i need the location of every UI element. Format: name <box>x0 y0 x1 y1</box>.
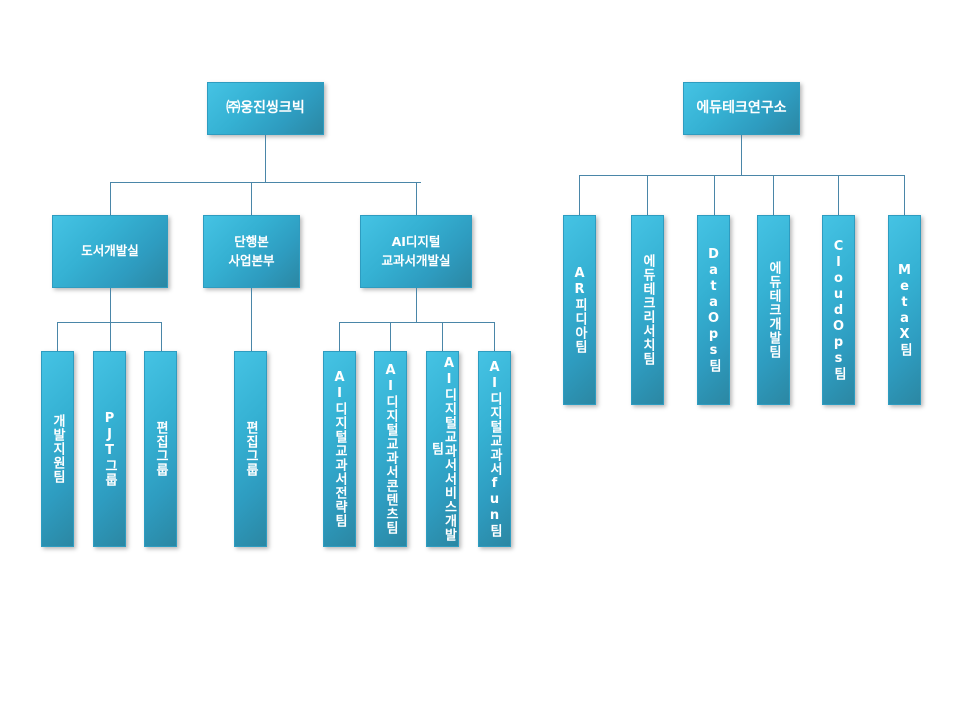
node-label: PJT그룹 <box>102 411 117 487</box>
connector-drop-t5 <box>339 322 340 351</box>
node-label-line1: 도서개발실 <box>81 243 139 259</box>
node-label: CloudOps팀 <box>831 239 846 381</box>
connector-drop-r1 <box>579 175 580 215</box>
node-label: AI디지털교과서전략팀 <box>332 370 347 528</box>
connector-edutech-root-stem <box>741 135 742 175</box>
node-team-dataops[interactable]: DataOps팀 <box>697 215 730 405</box>
connector-drop-t3 <box>161 322 162 351</box>
node-team-edutech-dev[interactable]: 에듀테크개발팀 <box>757 215 790 405</box>
node-label-line2: 사업본부 <box>228 252 275 268</box>
connector-drop-div1 <box>110 182 111 215</box>
node-team-cloudops[interactable]: CloudOps팀 <box>822 215 855 405</box>
node-label: AI디지털교과서fun팀 <box>487 360 502 538</box>
connector-drop-div2 <box>251 182 252 215</box>
connector-edutech-bus <box>579 175 904 176</box>
node-team-metax[interactable]: MetaX팀 <box>888 215 921 405</box>
node-team-edutech-research[interactable]: 에듀테크리서치팀 <box>631 215 664 405</box>
node-label-line1: AI디지털 <box>391 234 441 250</box>
connector-ai-stem <box>416 288 417 322</box>
node-team-ai-strategy[interactable]: AI디지털교과서전략팀 <box>323 351 356 547</box>
node-division-doseo[interactable]: 도서개발실 <box>52 215 168 288</box>
node-label-line1: 단행본 <box>234 234 269 250</box>
node-team-ar-pedia[interactable]: AR피디아팀 <box>563 215 596 405</box>
node-division-danhaengbon[interactable]: 단행본 사업본부 <box>203 215 300 288</box>
node-label-line1: 에듀테크연구소 <box>696 100 787 117</box>
node-team-ai-fun[interactable]: AI디지털교과서fun팀 <box>478 351 511 547</box>
connector-drop-t2 <box>110 322 111 351</box>
node-label: AR피디아팀 <box>572 266 587 354</box>
node-label: 편집그룹 <box>243 421 258 477</box>
node-team-ai-contents[interactable]: AI디지털교과서콘텐츠팀 <box>374 351 407 547</box>
connector-woongjin-bus <box>110 182 421 183</box>
connector-drop-t8 <box>494 322 495 351</box>
node-label: AI디지털교과서서비스개발팀 <box>428 356 457 542</box>
node-label: 개발지원팀 <box>50 414 65 484</box>
node-label: MetaX팀 <box>897 263 912 357</box>
connector-ai-bus <box>339 322 494 323</box>
connector-doseo-stem <box>110 288 111 322</box>
connector-woongjin-root-stem <box>265 135 266 182</box>
connector-drop-r4 <box>773 175 774 215</box>
node-team-pyeonjip-group-1[interactable]: 편집그룹 <box>144 351 177 547</box>
connector-drop-t1 <box>57 322 58 351</box>
node-edutech-root[interactable]: 에듀테크연구소 <box>683 82 800 135</box>
connector-drop-div3 <box>416 182 417 215</box>
node-label: 에듀테크리서치팀 <box>640 254 655 366</box>
node-team-pjt-group[interactable]: PJT그룹 <box>93 351 126 547</box>
connector-drop-r2 <box>647 175 648 215</box>
node-team-pyeonjip-group-2[interactable]: 편집그룹 <box>234 351 267 547</box>
node-label-line2: 교과서개발실 <box>381 252 451 268</box>
node-label: 에듀테크개발팀 <box>766 261 781 359</box>
node-label: AI디지털교과서콘텐츠팀 <box>383 363 398 535</box>
node-label: 편집그룹 <box>153 421 168 477</box>
node-label-line1: ㈜웅진씽크빅 <box>226 100 305 117</box>
connector-doseo-bus <box>57 322 162 323</box>
node-team-gaebaljiwon[interactable]: 개발지원팀 <box>41 351 74 547</box>
node-team-ai-service-dev[interactable]: AI디지털교과서서비스개발팀 <box>426 351 459 547</box>
connector-danhaengbon-stem <box>251 288 252 351</box>
connector-drop-r5 <box>838 175 839 215</box>
node-division-ai-digital[interactable]: AI디지털 교과서개발실 <box>360 215 472 288</box>
node-woongjin-root[interactable]: ㈜웅진씽크빅 <box>207 82 324 135</box>
connector-drop-r3 <box>714 175 715 215</box>
connector-drop-t7 <box>442 322 443 351</box>
connector-drop-r6 <box>904 175 905 215</box>
connector-drop-t6 <box>390 322 391 351</box>
node-label: DataOps팀 <box>706 247 721 373</box>
